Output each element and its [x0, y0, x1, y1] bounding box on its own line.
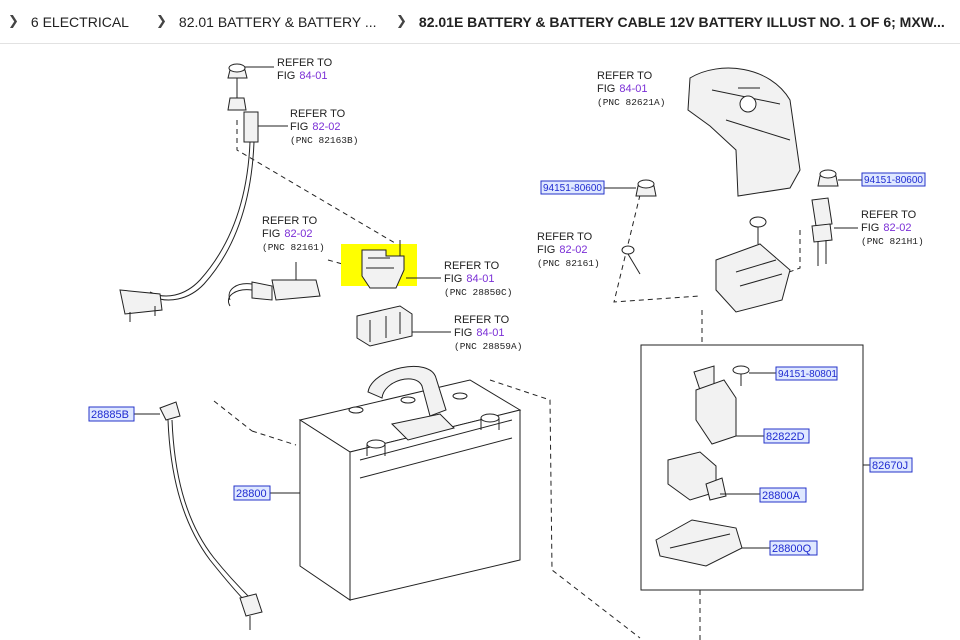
terminal-cover-lower	[356, 305, 413, 347]
svg-text:94151-80600: 94151-80600	[543, 183, 602, 194]
terminal-cover-highlighted	[341, 240, 417, 289]
inset-box-82670J	[640, 344, 864, 591]
svg-text:(PNC 82161): (PNC 82161)	[262, 242, 325, 253]
svg-text:28800A: 28800A	[762, 490, 801, 502]
breadcrumb-label: 6 ELECTRICAL	[30, 13, 129, 30]
chevron-right-icon: ❯	[156, 14, 167, 29]
fig-ref-link[interactable]: 84-01	[299, 70, 327, 82]
fig-ref-link[interactable]: 84-01	[476, 327, 504, 339]
svg-text:(PNC 82161): (PNC 82161)	[537, 258, 600, 269]
bolt-82161	[621, 245, 641, 275]
svg-text:REFER TO: REFER TO	[262, 215, 318, 227]
fig-ref-link[interactable]: 84-01	[619, 83, 647, 95]
breadcrumb-item-battery[interactable]: ❯ 82.01 BATTERY & BATTERY ...	[156, 0, 377, 43]
cable-clamp-821h1	[811, 197, 833, 266]
part-callout-28885B[interactable]: 28885B	[88, 406, 135, 422]
svg-text:(PNC 28859A): (PNC 28859A)	[454, 341, 522, 352]
fig-ref-link[interactable]: 82-02	[284, 228, 312, 240]
svg-text:82670J: 82670J	[872, 460, 908, 472]
fig-ref-link[interactable]: 82-02	[559, 244, 587, 256]
fig-ref-link[interactable]: 84-01	[466, 273, 494, 285]
solid-leaders	[134, 66, 870, 549]
part-callout-28800Q[interactable]: 28800Q	[769, 540, 818, 556]
terminal-block	[715, 216, 791, 313]
svg-text:(PNC 28850C): (PNC 28850C)	[444, 287, 512, 298]
breadcrumb-item-current: ❯ 82.01E BATTERY & BATTERY CABLE 12V BAT…	[396, 0, 945, 43]
ground-cable	[159, 401, 263, 630]
breadcrumb-label: 82.01 BATTERY & BATTERY ...	[178, 13, 377, 30]
breadcrumb: ❯ 6 ELECTRICAL ❯ 82.01 BATTERY & BATTERY…	[0, 0, 960, 44]
svg-text:REFER TO: REFER TO	[861, 209, 917, 221]
chevron-right-icon: ❯	[8, 14, 19, 29]
dashed-leaders	[213, 120, 801, 640]
svg-text:REFER TO: REFER TO	[444, 260, 500, 272]
part-callout-94151-80600-right[interactable]: 94151-80600	[861, 172, 926, 187]
part-callout-94151-80801[interactable]: 94151-80801	[775, 366, 838, 381]
fig-ref-link[interactable]: 82-02	[883, 222, 911, 234]
cable-connector-mid	[228, 262, 321, 307]
part-callout-82670J[interactable]: 82670J	[869, 457, 913, 473]
part-callout-94151-80600-left[interactable]: 94151-80600	[540, 180, 605, 195]
breadcrumb-item-electrical[interactable]: ❯ 6 ELECTRICAL	[8, 0, 129, 43]
svg-text:REFER TO: REFER TO	[454, 314, 510, 326]
svg-text:REFER TO: REFER TO	[597, 70, 653, 82]
nut-94151-80600-left	[635, 179, 657, 197]
svg-text:28800Q: 28800Q	[772, 543, 812, 555]
battery	[298, 365, 522, 601]
svg-text:REFER TO: REFER TO	[290, 108, 346, 120]
svg-text:REFER TO: REFER TO	[277, 57, 333, 69]
svg-text:(PNC 82163B): (PNC 82163B)	[290, 135, 358, 146]
svg-text:94151-80801: 94151-80801	[778, 369, 837, 380]
svg-text:REFER TO: REFER TO	[537, 231, 593, 243]
battery-cover-shroud	[687, 67, 801, 197]
battery-cable-top	[119, 63, 259, 322]
part-callout-82822D[interactable]: 82822D	[763, 428, 810, 444]
breadcrumb-label: 82.01E BATTERY & BATTERY CABLE 12V BATTE…	[418, 13, 945, 30]
svg-text:28800: 28800	[236, 488, 267, 500]
svg-text:82822D: 82822D	[766, 431, 805, 443]
part-callout-28800[interactable]: 28800	[233, 485, 271, 501]
svg-text:94151-80600: 94151-80600	[864, 175, 923, 186]
part-callout-28800A[interactable]: 28800A	[759, 487, 807, 503]
svg-text:28885B: 28885B	[91, 409, 129, 421]
svg-text:(PNC 82621A): (PNC 82621A)	[597, 97, 665, 108]
nut-94151-80600-right	[817, 169, 839, 187]
fig-ref-link[interactable]: 82-02	[312, 121, 340, 133]
svg-text:(PNC 821H1): (PNC 821H1)	[861, 236, 924, 247]
chevron-right-icon: ❯	[396, 14, 407, 29]
